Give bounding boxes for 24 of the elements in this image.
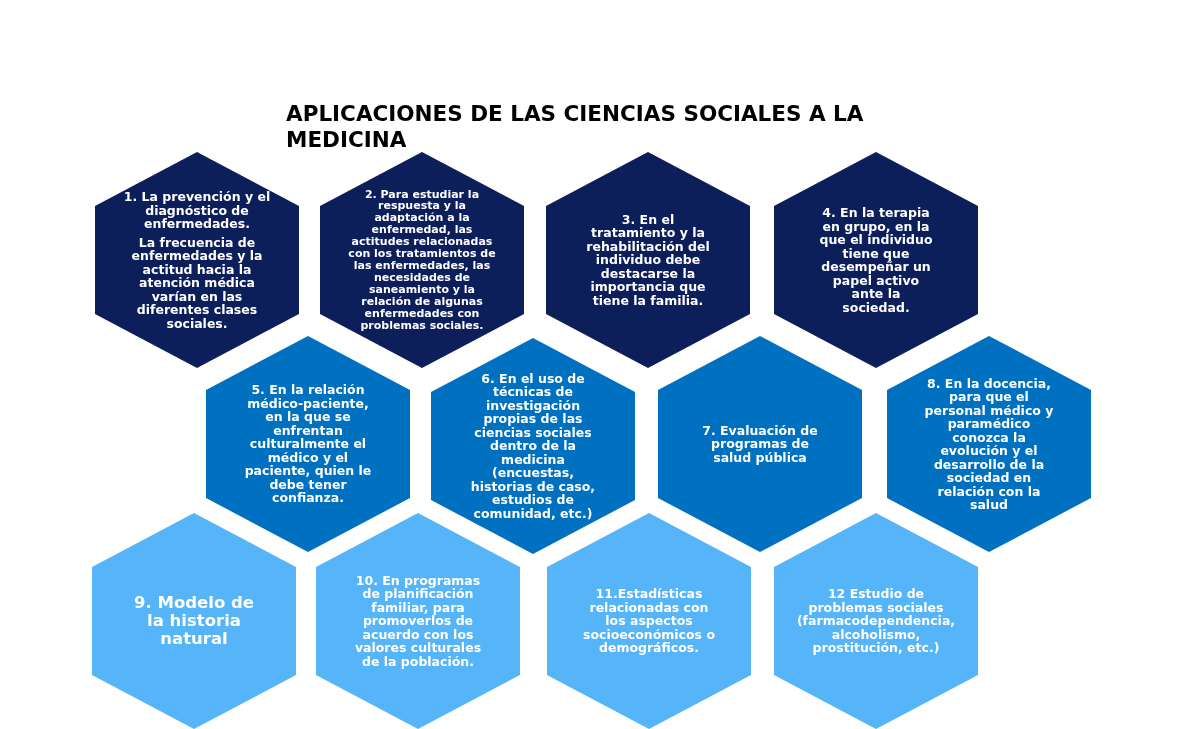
- hexagon-tile: [774, 513, 978, 729]
- hexagon-tile: [431, 338, 635, 554]
- item-text: 9. Modelo de la historia natural: [133, 594, 255, 648]
- item-text: 12 Estudio de problemas sociales (farmacodependencia, alcoholismo, prostitución, etc.): [795, 587, 957, 655]
- item-text: 10. En programas de planificación familiar, para promoverlos de acuerdo con los valores culturales de la población.: [353, 573, 483, 669]
- hexagon-tile: [774, 152, 978, 368]
- item-text: 7. Evaluación de programas de salud pública: [701, 423, 819, 465]
- hexagon-tile: [658, 336, 862, 552]
- item-text: 11.Estadísticas relacionadas con los aspectos socioeconómicos o demográficos.: [582, 587, 716, 655]
- item-text: 3. En el tratamiento y la rehabilitación del individuo debe destacarse la importancia que tiene la familia.: [585, 212, 711, 308]
- item-text: 5. En la relación médico-paciente, en la que se enfrentan culturalmente el médico y el paciente, quien le debe tener confianza.: [243, 383, 373, 505]
- title: APLICACIONES DE LAS CIENCIAS SOCIALES A LA MEDICINA: [286, 101, 865, 153]
- hexagon-tile: [320, 152, 524, 368]
- item-text: 6. En el uso de técnicas de investigación propias de las ciencias sociales dentro de la medicina (encuestas, historias de caso, estudios de comunidad, etc.): [469, 371, 597, 521]
- hexagon-tile: [206, 336, 410, 552]
- hexagon-tile: [92, 513, 296, 729]
- item-text: 8. En la docencia, para que el personal médico y paramédico conozca la evolución y el desarrollo de la sociedad en relación con la salud: [923, 376, 1055, 512]
- hexagon-tile: [546, 152, 750, 368]
- hexagon-tile: [887, 336, 1091, 552]
- item-text: 2. Para estudiar la respuesta y la adaptación a la enfermedad, las actitudes relacionadas con los tratamientos de las enfermedades, las necesidades de saneamiento y la relación de algunas enfermedades con problemas sociales.: [347, 188, 497, 332]
- heading-text: 1. La prevención y el diagnóstico de enfermedades.: [122, 190, 272, 231]
- body-text: La frecuencia de enfermedades y la actitud hacia la atención médica varían en las diferentes clases sociales.: [130, 235, 264, 330]
- item-text: 4. En la terapia en grupo, en la que el individuo tiene que desempeñar un papel activo ante la sociedad.: [818, 206, 934, 314]
- hexagon-tile: [95, 152, 299, 368]
